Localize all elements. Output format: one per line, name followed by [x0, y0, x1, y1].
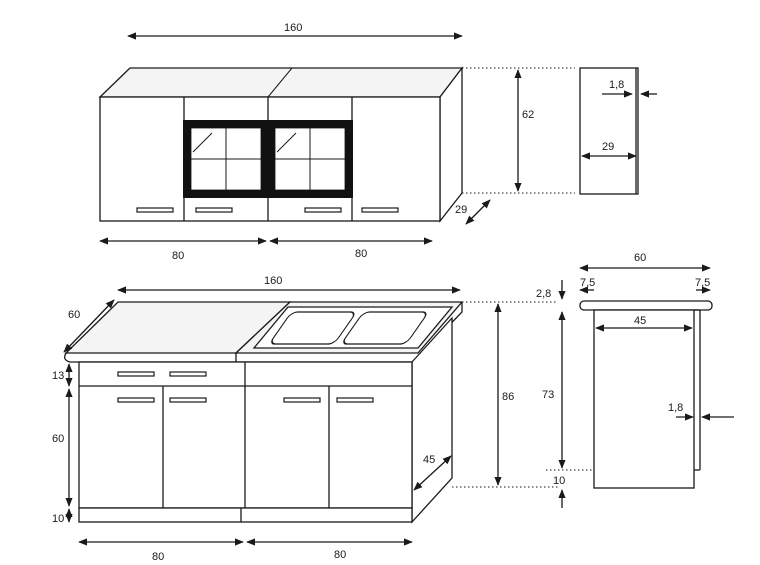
drawer-handle	[169, 371, 207, 377]
upper-side-view: 1,8 29	[579, 67, 657, 195]
upper-handle	[304, 207, 342, 213]
door-handle	[169, 397, 207, 403]
dim-upper-side-depth: 29	[602, 141, 614, 153]
door-handle	[283, 397, 321, 403]
lower-dimensions: 160 60 13 60 10 86 45 80 80	[52, 275, 558, 563]
dim-worktop-thickness: 2,8	[536, 288, 551, 300]
side-body	[593, 309, 695, 489]
dim-lower-total-width: 160	[264, 275, 282, 287]
upper-side-panel	[579, 67, 639, 195]
dim-plinth-height: 10	[52, 513, 64, 525]
dim-side-width: 60	[634, 252, 646, 264]
dim-upper-depth: 29	[455, 204, 467, 216]
upper-handle	[195, 207, 233, 213]
dim-side-thickness: 1,8	[668, 402, 683, 414]
dim-overhang-left: 7,5	[580, 277, 595, 289]
dim-upper-height: 62	[522, 109, 534, 121]
upper-handle	[136, 207, 174, 213]
sink-bowl-left	[271, 311, 355, 345]
dim-lower-left-width: 80	[152, 551, 164, 563]
dim-lower-inner-depth: 45	[423, 454, 435, 466]
door-handle	[336, 397, 374, 403]
upper-handle	[361, 207, 399, 213]
upper-top-surface	[98, 67, 464, 98]
dim-upper-side-thickness: 1,8	[609, 79, 624, 91]
lower-cabinets	[64, 301, 464, 524]
dim-lower-height: 86	[502, 391, 514, 403]
dim-door-height: 60	[52, 433, 64, 445]
sink-bowl-right	[343, 311, 427, 345]
dim-upper-total-width: 160	[284, 22, 302, 34]
drawer-handle	[117, 371, 155, 377]
side-worktop	[579, 300, 713, 311]
dim-side-body-depth: 45	[634, 315, 646, 327]
dim-side-body-height: 73	[542, 389, 554, 401]
dim-side-plinth: 10	[553, 475, 565, 487]
upper-dimensions: 160 62 29 80 80	[99, 22, 575, 262]
lower-plinth	[78, 507, 413, 523]
dim-overhang-right: 7,5	[695, 277, 710, 289]
upper-cabinets	[98, 66, 464, 223]
dim-drawer-height: 13	[52, 370, 64, 382]
dim-upper-right-width: 80	[355, 248, 367, 260]
dim-lower-right-width: 80	[334, 549, 346, 561]
dim-lower-depth: 60	[68, 309, 80, 321]
door-handle	[117, 397, 155, 403]
dim-upper-left-width: 80	[172, 250, 184, 262]
lower-side-view: 60 7,5 7,5 2,8 45 73 10 1,8	[536, 252, 734, 508]
